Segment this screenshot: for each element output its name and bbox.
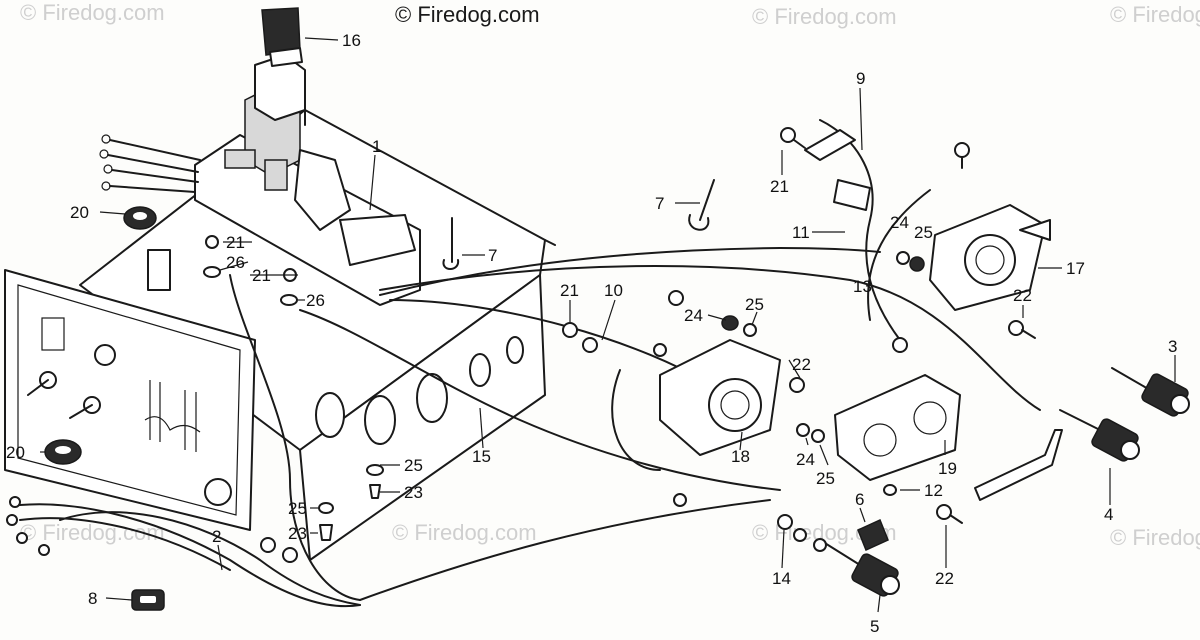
callout-25: 25 — [914, 223, 933, 242]
callout-2: 2 — [212, 527, 221, 546]
harness-2 — [6, 496, 361, 608]
terminal-block — [194, 54, 421, 306]
callout-15: 15 — [472, 447, 491, 466]
callout-26: 26 — [306, 291, 325, 310]
callout-18: 18 — [731, 447, 750, 466]
callout-25: 25 — [816, 469, 835, 488]
callout-12: 12 — [924, 481, 943, 500]
callout-6: 6 — [855, 490, 864, 509]
bracket-icon — [974, 429, 1063, 501]
callout-25: 25 — [288, 499, 307, 518]
fuse-holder — [261, 7, 303, 67]
binding-post-3 — [1111, 367, 1190, 417]
spacer-icon — [369, 484, 381, 499]
watermark-faint: © Firedog.com — [752, 4, 897, 29]
outlet-18 — [659, 339, 781, 456]
front-panel — [4, 269, 256, 531]
callout-3: 3 — [1168, 337, 1177, 356]
washer-icon — [203, 251, 925, 514]
outlet-17 — [929, 204, 1051, 311]
callout-13: 13 — [853, 277, 872, 296]
callout-24: 24 — [890, 213, 909, 232]
callout-7: 7 — [488, 246, 497, 265]
watermark-faint: © Firedog — [1110, 525, 1200, 550]
callout-26: 26 — [226, 253, 245, 272]
binding-post-4 — [1059, 409, 1140, 462]
callout-23: 23 — [288, 524, 307, 543]
callout-9: 9 — [856, 69, 865, 88]
callout-17: 17 — [1066, 259, 1085, 278]
watermark-faint: © Firedog.com — [392, 520, 537, 545]
callout-labels: 16 1 20 21 26 21 26 7 7 9 21 11 24 25 17… — [6, 31, 1177, 636]
binding-post-5 — [819, 539, 900, 597]
callout-20: 20 — [6, 443, 25, 462]
callout-22: 22 — [792, 355, 811, 374]
callout-21: 21 — [252, 266, 271, 285]
callout-10: 10 — [604, 281, 623, 300]
callout-20: 20 — [70, 203, 89, 222]
callout-21: 21 — [226, 233, 245, 252]
callout-16: 16 — [342, 31, 361, 50]
receptacle-19 — [834, 374, 961, 481]
callout-8: 8 — [88, 589, 97, 608]
block-icon — [857, 518, 889, 552]
callout-25: 25 — [745, 295, 764, 314]
callout-5: 5 — [870, 617, 879, 636]
callout-22: 22 — [1013, 286, 1032, 305]
callout-4: 4 — [1104, 505, 1113, 524]
plate-icon — [833, 179, 871, 211]
watermark-faint: © Firedog.com — [20, 0, 165, 25]
callout-22: 22 — [935, 569, 954, 588]
cable-tie-icon — [688, 179, 715, 231]
callout-14: 14 — [772, 569, 791, 588]
connector-icon — [147, 249, 171, 291]
watermark-faint: © Firedog — [1110, 2, 1200, 27]
callout-1: 1 — [372, 137, 381, 156]
watermark-top: © Firedog.com — [395, 2, 540, 27]
callout-7: 7 — [655, 194, 664, 213]
callout-21: 21 — [560, 281, 579, 300]
spacer-icon — [319, 524, 333, 541]
callout-25: 25 — [404, 456, 423, 475]
callout-11: 11 — [792, 223, 810, 242]
callout-24: 24 — [684, 306, 703, 325]
callout-23: 23 — [404, 483, 423, 502]
wire-leads-left — [99, 134, 201, 193]
callout-21: 21 — [770, 177, 789, 196]
leader-lines — [40, 37, 1176, 613]
callout-19: 19 — [938, 459, 957, 478]
screw-icon — [205, 127, 1036, 524]
callout-24: 24 — [796, 450, 815, 469]
cable-tie-icon — [442, 217, 460, 270]
